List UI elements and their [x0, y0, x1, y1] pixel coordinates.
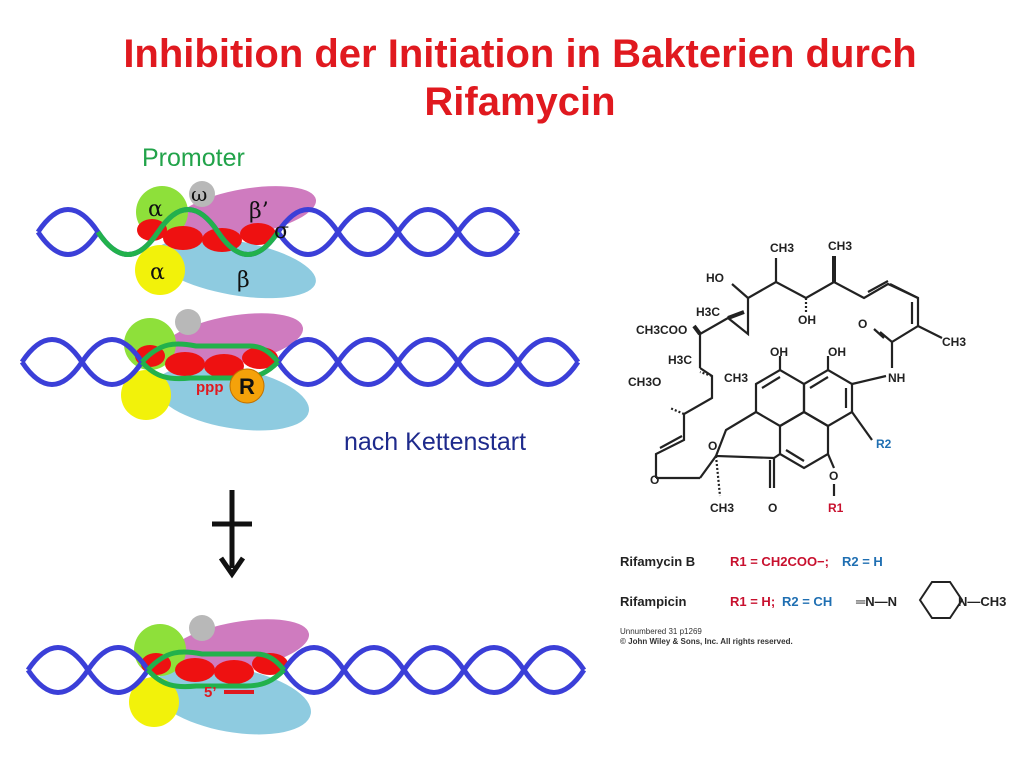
atom-oh-a: OH — [798, 313, 816, 327]
sigma-domain-3b — [175, 658, 215, 682]
ppp-label: ppp — [196, 379, 224, 396]
credit-line-2: © John Wiley & Sons, Inc. All rights res… — [620, 637, 793, 646]
atom-ch3-c: CH3 — [942, 335, 966, 349]
atom-ch3-d: CH3 — [724, 371, 748, 385]
atom-ch3o: CH3O — [628, 375, 661, 389]
beta-label-1: β — [237, 268, 250, 293]
omega-subunit-3 — [189, 615, 215, 641]
sigma-domain-1a — [137, 219, 167, 241]
rifamycin-structure — [654, 256, 943, 497]
five-prime-label: 5’ — [204, 684, 217, 701]
sigma-domain-2c — [204, 354, 244, 378]
dna-template-green-2 — [140, 360, 280, 382]
piperazine-ring — [918, 581, 964, 619]
atom-o-r1: O — [829, 469, 838, 483]
rifampicin-r1: R1 = H; — [730, 594, 775, 609]
atom-oh-b: OH — [770, 345, 788, 359]
slide-title: Inhibition der Initiation in Bakterien d… — [123, 32, 917, 124]
inhibition-arrow — [212, 490, 252, 579]
alpha-subunit-bottom-1 — [135, 245, 185, 295]
rnap-complex-promoter: α α ω β’ σ β — [35, 181, 521, 299]
atom-h3c-a: H3C — [696, 305, 720, 319]
omega-label-1: ω — [191, 182, 207, 206]
beta-prime-label-1: β’ — [249, 199, 269, 224]
atom-r2: R2 — [876, 437, 892, 451]
alpha-label-bottom-1: α — [150, 260, 165, 285]
beta-subunit-2 — [155, 365, 309, 431]
rifamycin-atom-labels: CH3 CH3 HO H3C OH O CH3COO CH3 H3C OH OH… — [628, 239, 966, 515]
dna-strand-blue-3b — [25, 645, 587, 695]
sigma-label-1: σ — [274, 219, 289, 244]
credit-line-1: Unnumbered 31 p1269 — [620, 627, 702, 636]
omega-subunit-1 — [189, 181, 215, 207]
beta-subunit-1 — [154, 237, 316, 299]
dna-strand-green-3 — [146, 649, 286, 672]
dna-strand-blue-2b — [19, 337, 581, 387]
atom-ch3coo: CH3COO — [636, 323, 687, 337]
dna-strand-blue-3a — [25, 645, 587, 695]
atom-oh-c: OH — [828, 345, 846, 359]
rifamycin-legend: Rifamycin B R1 = CH2COO−; R2 = H Rifampi… — [620, 554, 1006, 609]
rifampicin-substituent: ═N—N — [855, 594, 897, 609]
omega-subunit-2 — [175, 309, 201, 335]
rnap-complex-elongation: ppp R — [19, 309, 581, 431]
atom-nh: NH — [888, 371, 905, 385]
dna-strand-green-2 — [140, 341, 280, 364]
atom-ch3-e: CH3 — [710, 501, 734, 515]
atom-o-amide: O — [858, 317, 867, 331]
atom-ch3-b: CH3 — [828, 239, 852, 253]
alpha-subunit-bottom-2 — [121, 370, 171, 420]
rnap-complex-blocked: 5’ — [25, 615, 587, 735]
atom-o-keto: O — [768, 501, 777, 515]
rifamycin-b-name: Rifamycin B — [620, 554, 695, 569]
sigma-domain-3d — [252, 653, 288, 675]
alpha-label-top-1: α — [148, 197, 163, 222]
atom-r1: R1 — [828, 501, 844, 515]
rifampicin-methyl: N—CH3 — [958, 594, 1006, 609]
sigma-domain-1b — [163, 226, 203, 250]
atom-h3c-b: H3C — [668, 353, 692, 367]
alpha-subunit-bottom-3 — [129, 677, 179, 727]
rifampicin-name: Rifampicin — [620, 594, 687, 609]
dna-template-green-3 — [146, 668, 286, 690]
atom-ch3-a: CH3 — [770, 241, 794, 255]
promoter-label: Promoter — [142, 144, 245, 172]
sigma-domain-1d — [240, 223, 276, 245]
dna-strand-blue-1b — [35, 207, 521, 257]
rifamycin-b-r1: R1 = CH2COO−; — [730, 554, 829, 569]
after-chain-start-label: nach Kettenstart — [344, 428, 527, 456]
atom-ho: HO — [706, 271, 724, 285]
rifamycin-b-r2: R2 = H — [842, 554, 883, 569]
sigma-domain-2b — [165, 352, 205, 376]
atom-o-ring: O — [708, 439, 717, 453]
rifampicin-r2: R2 = CH — [782, 594, 832, 609]
dna-strand-blue-2a — [19, 337, 581, 387]
dna-strand-green-1 — [95, 207, 281, 257]
rifamycin-marker-label: R — [239, 374, 255, 399]
rifamycin-marker — [229, 368, 265, 404]
sigma-domain-3c — [214, 660, 254, 684]
atom-o-ether: O — [650, 473, 659, 487]
